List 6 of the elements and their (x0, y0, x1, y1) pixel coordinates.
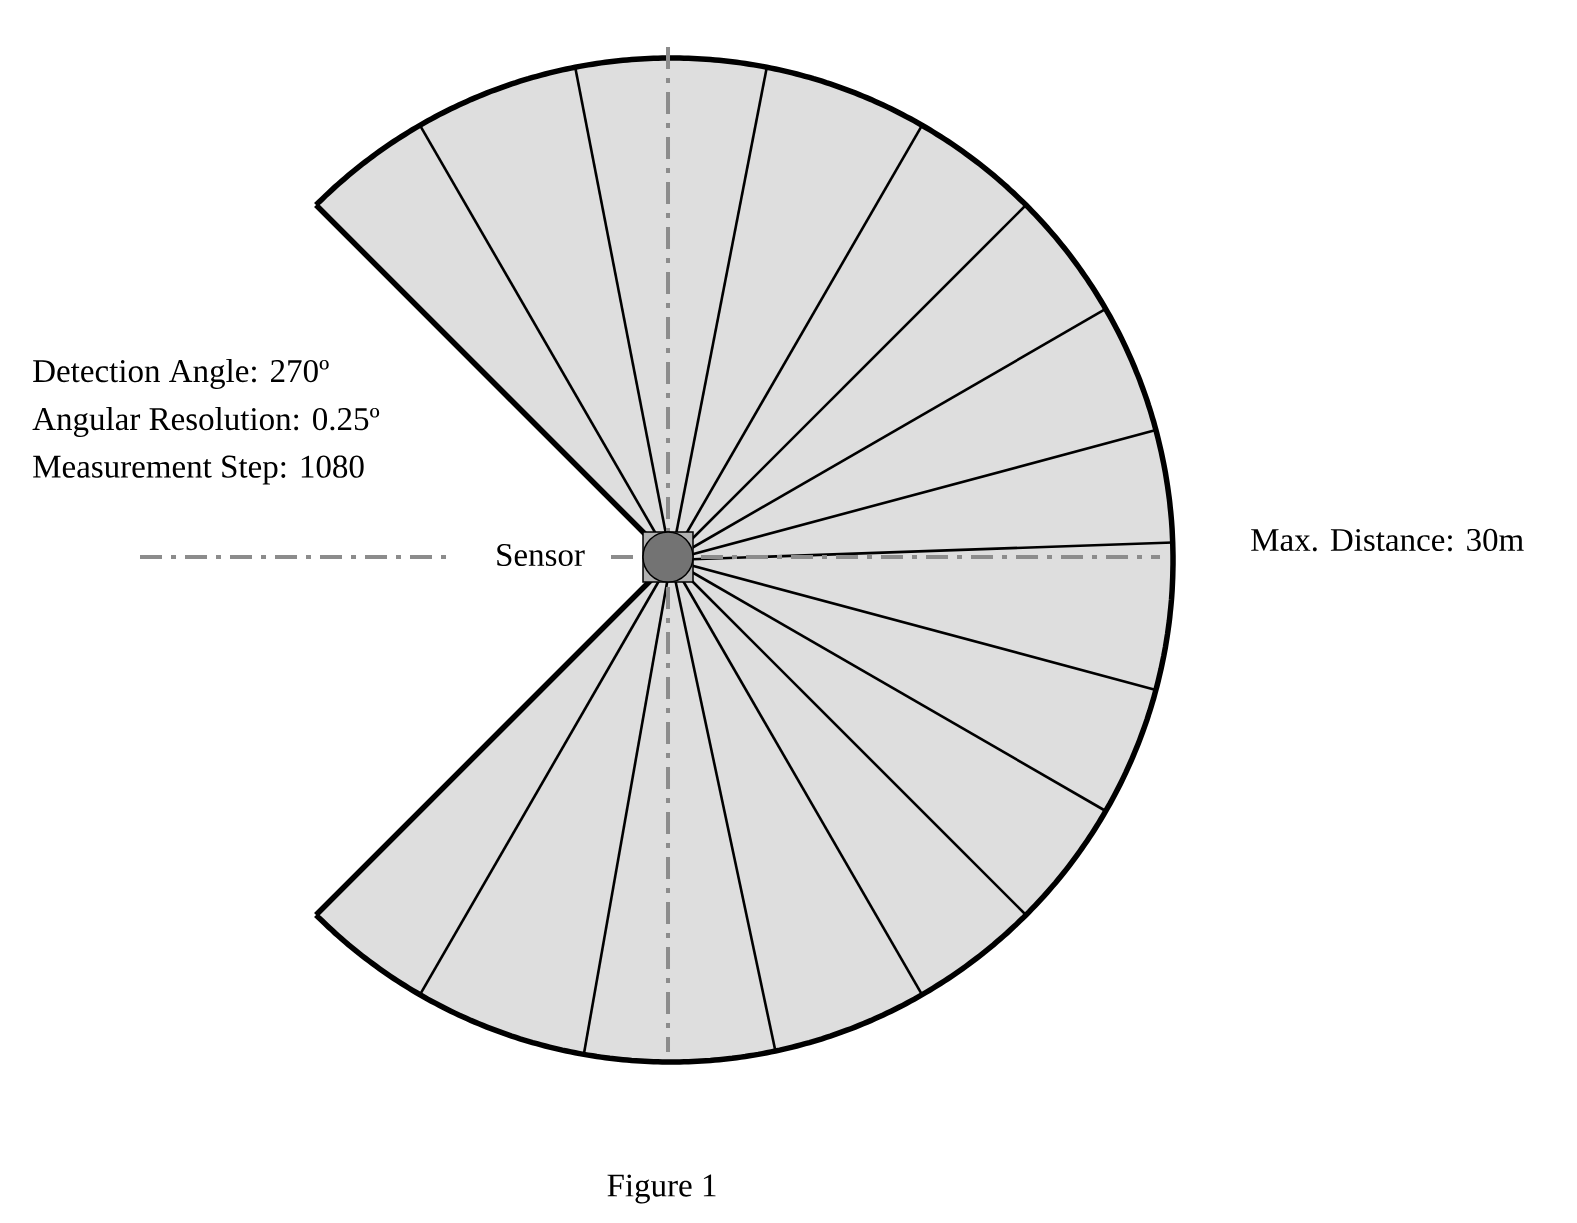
label: Measurement Step: 1080 (33, 455, 364, 485)
figure-caption: Figure 1 (607, 1174, 716, 1204)
label: Max. Distance: 30m (1251, 528, 1524, 552)
label: Sensor (497, 543, 585, 567)
label: Angular Resolution: 0.25º (32, 407, 380, 437)
label: Detection Angle: 270º (33, 359, 329, 389)
